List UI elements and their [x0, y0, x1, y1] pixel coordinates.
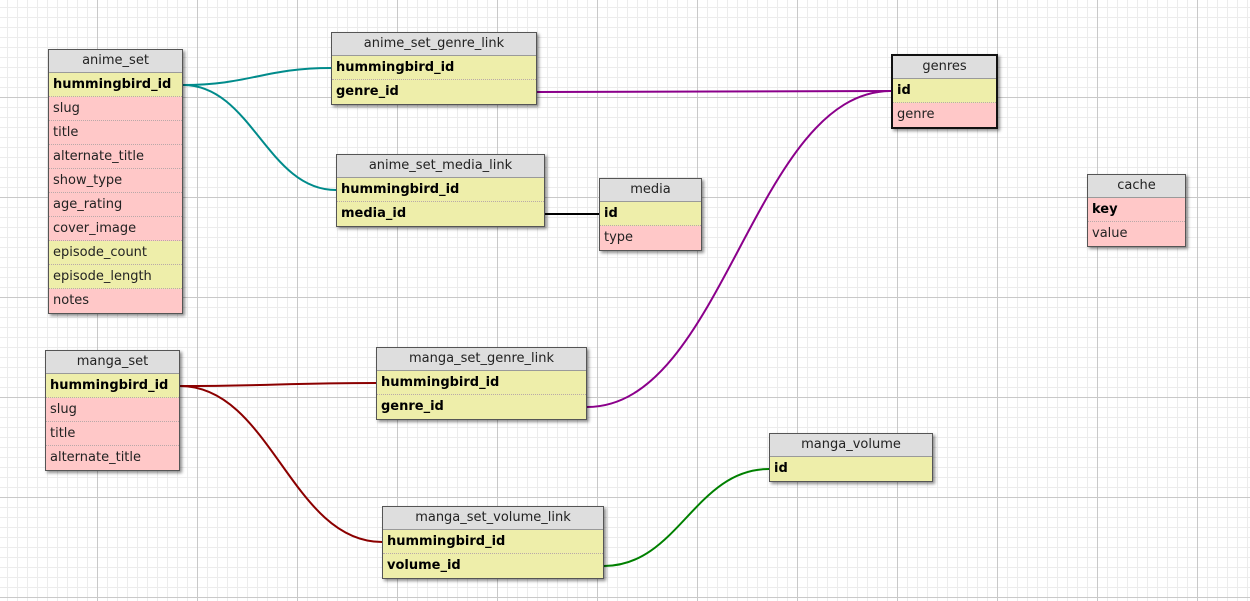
field-genre-id[interactable]: genre_id: [377, 395, 586, 419]
field-age-rating[interactable]: age_rating: [49, 193, 182, 217]
field-hummingbird-id[interactable]: hummingbird_id: [337, 178, 544, 202]
field-hummingbird-id[interactable]: hummingbird_id: [383, 530, 603, 554]
field-slug[interactable]: slug: [46, 398, 179, 422]
field-episode-length[interactable]: episode_length: [49, 265, 182, 289]
field-show-type[interactable]: show_type: [49, 169, 182, 193]
field-episode-count[interactable]: episode_count: [49, 241, 182, 265]
field-volume-id[interactable]: volume_id: [383, 554, 603, 578]
field-hummingbird-id[interactable]: hummingbird_id: [46, 374, 179, 398]
relation-line[interactable]: [179, 385, 383, 543]
field-id[interactable]: id: [893, 79, 996, 103]
field-type[interactable]: type: [600, 226, 701, 250]
table-title[interactable]: genres: [893, 56, 996, 79]
table-title[interactable]: anime_set_genre_link: [332, 33, 536, 56]
field-id[interactable]: id: [600, 202, 701, 226]
field-title[interactable]: title: [49, 121, 182, 145]
table-title[interactable]: manga_set_volume_link: [383, 507, 603, 530]
relation-line[interactable]: [586, 90, 892, 408]
field-value[interactable]: value: [1088, 222, 1185, 246]
field-cover-image[interactable]: cover_image: [49, 217, 182, 241]
relation-line[interactable]: [179, 382, 377, 387]
relation-line[interactable]: [182, 67, 332, 86]
field-genre[interactable]: genre: [893, 103, 996, 127]
table-title[interactable]: manga_set: [46, 351, 179, 374]
field-media-id[interactable]: media_id: [337, 202, 544, 226]
field-hummingbird-id[interactable]: hummingbird_id: [49, 73, 182, 97]
field-slug[interactable]: slug: [49, 97, 182, 121]
table-title[interactable]: manga_volume: [770, 434, 932, 457]
table-title[interactable]: manga_set_genre_link: [377, 348, 586, 371]
table-title[interactable]: anime_set_media_link: [337, 155, 544, 178]
relation-line[interactable]: [536, 90, 892, 93]
field-hummingbird-id[interactable]: hummingbird_id: [377, 371, 586, 395]
field-alternate-title[interactable]: alternate_title: [46, 446, 179, 470]
field-id[interactable]: id: [770, 457, 932, 481]
table-title[interactable]: anime_set: [49, 50, 182, 73]
field-hummingbird-id[interactable]: hummingbird_id: [332, 56, 536, 80]
field-genre-id[interactable]: genre_id: [332, 80, 536, 104]
field-key[interactable]: key: [1088, 198, 1185, 222]
relation-line[interactable]: [603, 468, 770, 567]
relation-line[interactable]: [182, 84, 337, 191]
table-title[interactable]: media: [600, 179, 701, 202]
field-notes[interactable]: notes: [49, 289, 182, 313]
field-title[interactable]: title: [46, 422, 179, 446]
table-title[interactable]: cache: [1088, 175, 1185, 198]
field-alternate-title[interactable]: alternate_title: [49, 145, 182, 169]
